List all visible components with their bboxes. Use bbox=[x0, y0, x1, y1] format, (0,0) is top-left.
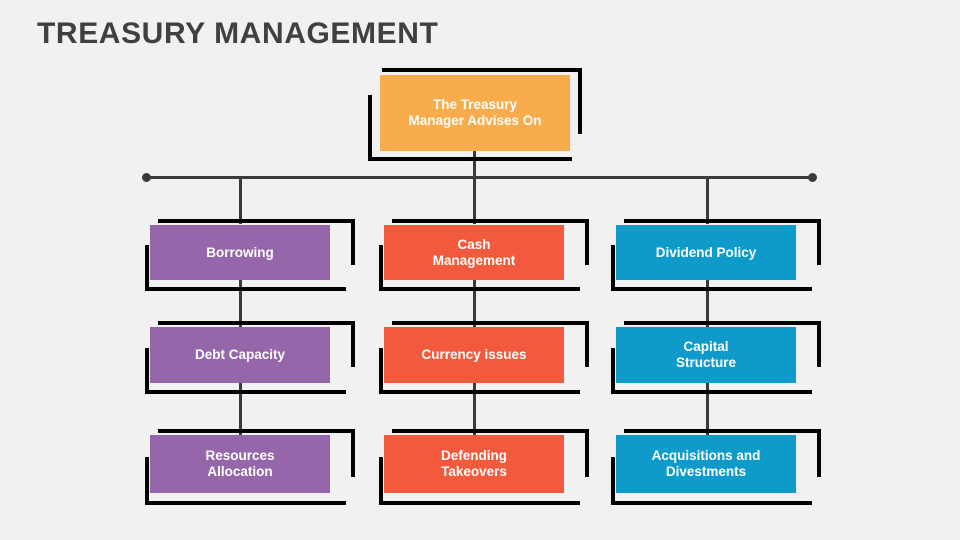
connector-root-stem bbox=[473, 151, 476, 178]
node-capital-structure-label: Capital Structure bbox=[675, 339, 736, 370]
bus-end-dot-right bbox=[808, 173, 817, 182]
connector-col1-r1-r2 bbox=[239, 280, 242, 327]
node-resources-allocation-label: Resources Allocation bbox=[205, 448, 275, 479]
node-borrowing[interactable]: Borrowing bbox=[150, 225, 330, 280]
connector-horizontal-bus bbox=[146, 176, 814, 179]
node-capital-structure-bracket-top-right bbox=[624, 321, 821, 367]
node-resources-allocation-bracket-top-right bbox=[158, 429, 355, 477]
node-dividend-policy-bracket-top-right bbox=[624, 219, 821, 265]
bus-end-dot-left bbox=[142, 173, 151, 182]
connector-col3-r1-r2 bbox=[706, 280, 709, 327]
node-debt-capacity-bracket-top-right bbox=[158, 321, 355, 367]
node-debt-capacity-bracket-bottom-left bbox=[145, 348, 346, 394]
node-root[interactable]: The Treasury Manager Advises On bbox=[380, 75, 570, 151]
connector-bus-to-col1 bbox=[239, 176, 242, 224]
node-cash-management[interactable]: Cash Management bbox=[384, 225, 564, 280]
connector-col2-r1-r2 bbox=[473, 280, 476, 327]
node-defending-takeovers-bracket-top-right bbox=[392, 429, 589, 477]
node-dividend-policy[interactable]: Dividend Policy bbox=[616, 225, 796, 280]
node-cash-management-label: Cash Management bbox=[432, 236, 516, 268]
connector-col2-r2-r3 bbox=[473, 383, 476, 435]
connector-bus-to-col3 bbox=[706, 176, 709, 224]
node-currency-issues-bracket-bottom-left bbox=[379, 348, 580, 394]
node-resources-allocation[interactable]: Resources Allocation bbox=[150, 435, 330, 493]
node-borrowing-bracket-top-right bbox=[158, 219, 355, 265]
node-resources-allocation-bracket-bottom-left bbox=[145, 457, 346, 505]
node-acquisitions-divestments-bracket-bottom-left bbox=[611, 457, 812, 505]
connector-bus-to-col2 bbox=[473, 176, 476, 224]
connector-col3-r2-r3 bbox=[706, 383, 709, 435]
node-cash-management-bracket-bottom-left bbox=[379, 245, 580, 291]
node-capital-structure[interactable]: Capital Structure bbox=[616, 327, 796, 383]
node-debt-capacity-label: Debt Capacity bbox=[194, 347, 286, 362]
node-dividend-policy-label: Dividend Policy bbox=[655, 244, 757, 260]
root-bracket-bottom-left bbox=[368, 95, 572, 161]
node-cash-management-bracket-top-right bbox=[392, 219, 589, 265]
node-acquisitions-divestments-bracket-top-right bbox=[624, 429, 821, 477]
node-currency-issues-label: Currency issues bbox=[421, 347, 527, 362]
node-acquisitions-divestments[interactable]: Acquisitions and Divestments bbox=[616, 435, 796, 493]
node-defending-takeovers-bracket-bottom-left bbox=[379, 457, 580, 505]
node-debt-capacity[interactable]: Debt Capacity bbox=[150, 327, 330, 383]
root-bracket-top-right bbox=[382, 68, 582, 134]
node-defending-takeovers-label: Defending Takeovers bbox=[441, 448, 507, 479]
node-acquisitions-divestments-label: Acquisitions and Divestments bbox=[651, 448, 761, 479]
node-defending-takeovers[interactable]: Defending Takeovers bbox=[384, 435, 564, 493]
node-capital-structure-bracket-bottom-left bbox=[611, 348, 812, 394]
node-root-label: The Treasury Manager Advises On bbox=[408, 97, 542, 128]
node-dividend-policy-bracket-bottom-left bbox=[611, 245, 812, 291]
node-currency-issues[interactable]: Currency issues bbox=[384, 327, 564, 383]
node-borrowing-bracket-bottom-left bbox=[145, 245, 346, 291]
connector-col1-r2-r3 bbox=[239, 383, 242, 435]
node-borrowing-label: Borrowing bbox=[206, 244, 274, 260]
page-title: TREASURY MANAGEMENT bbox=[37, 17, 439, 50]
node-currency-issues-bracket-top-right bbox=[392, 321, 589, 367]
